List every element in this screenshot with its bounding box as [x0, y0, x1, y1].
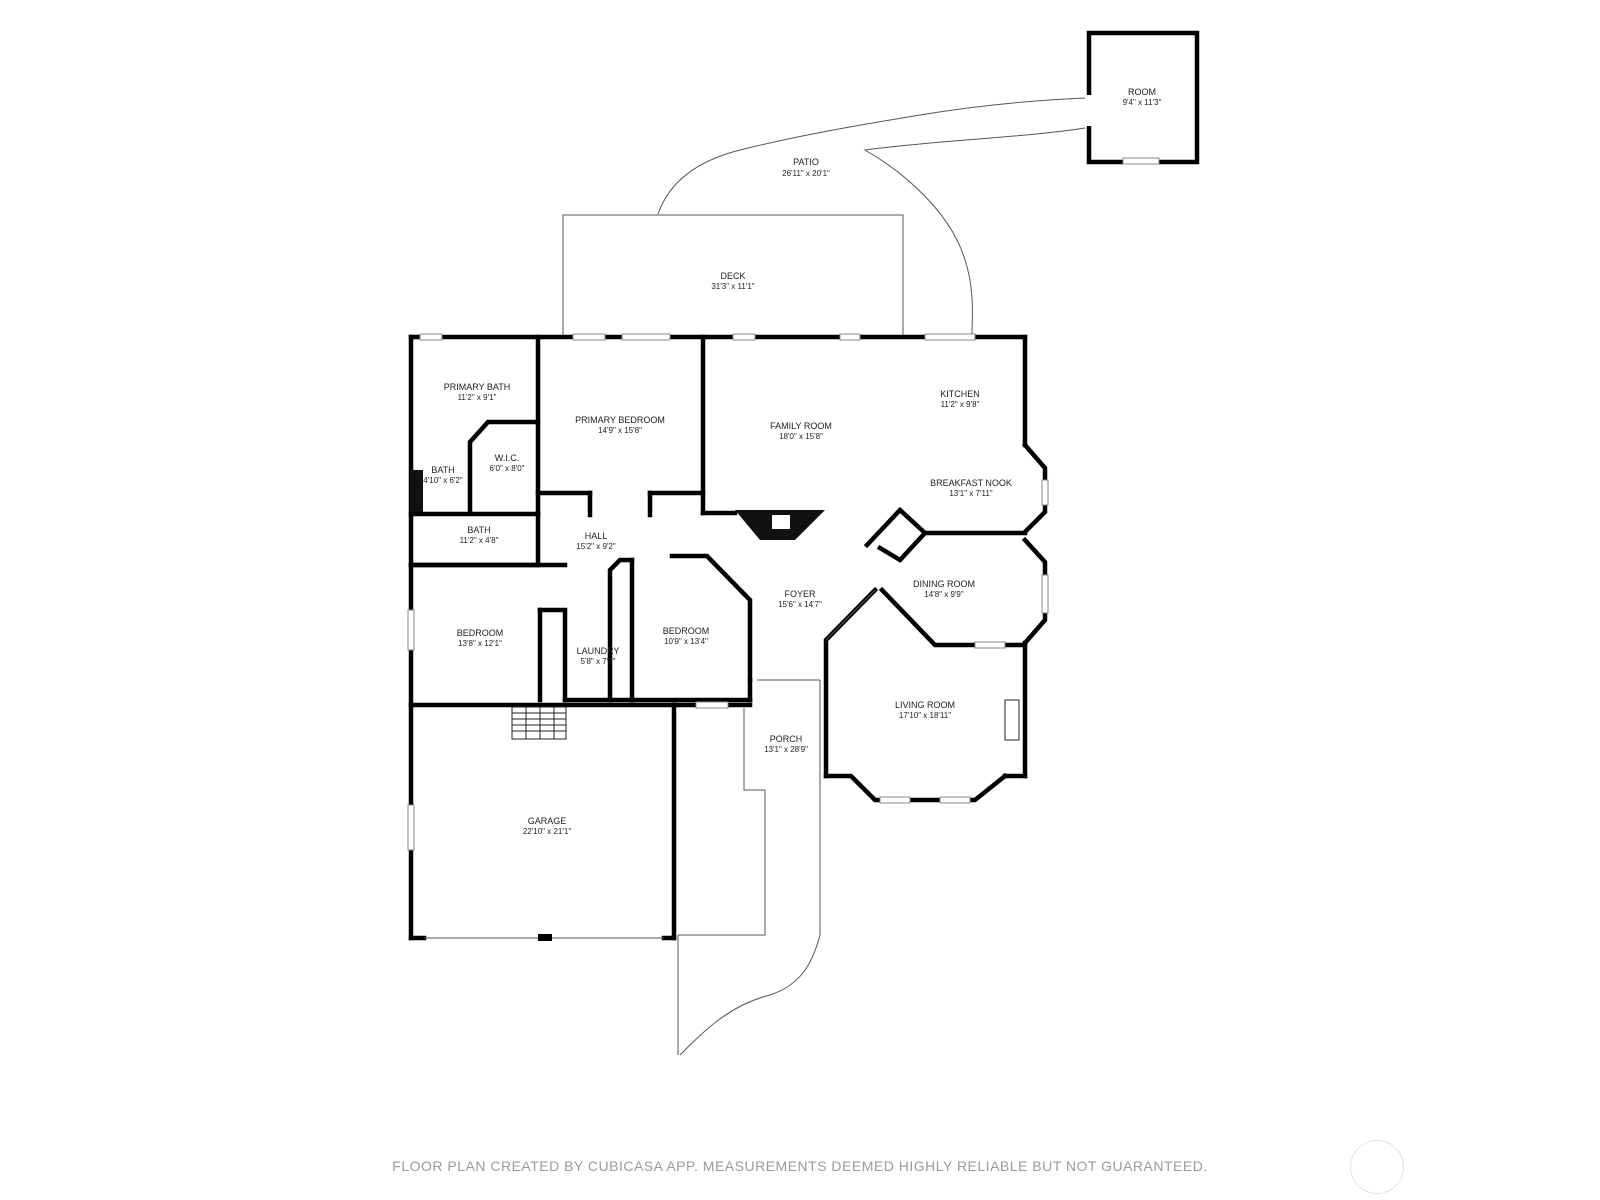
- room-dim-hall: 15'2" x 9'2": [576, 542, 616, 551]
- room-name-family-room: FAMILY ROOM: [770, 421, 832, 431]
- room-name-bath: BATH: [467, 525, 490, 535]
- room-name-deck: DECK: [720, 271, 745, 281]
- room-name-foyer: FOYER: [784, 589, 816, 599]
- room-dim-dining-room: 14'8" x 9'9": [924, 590, 964, 599]
- windows: [407, 333, 1049, 851]
- room-name-hall: HALL: [585, 531, 608, 541]
- room-name-bedroom-1: BEDROOM: [457, 628, 504, 638]
- room-dim-living-room: 17'10" x 18'11": [899, 711, 951, 720]
- room-dim-kitchen: 11'2" x 9'8": [941, 400, 980, 409]
- room-labels: ROOM 9'4" x 11'3" PATIO 26'11" x 20'1" D…: [423, 87, 1161, 836]
- room-dim-bedroom-1: 13'8" x 12'1": [458, 639, 502, 648]
- room-dim-deck: 31'3" x 11'1": [711, 282, 754, 291]
- room-name-patio: PATIO: [793, 157, 819, 167]
- room-dim-porch: 13'1" x 28'9": [764, 745, 808, 754]
- room-name-breakfast-nook: BREAKFAST NOOK: [930, 478, 1012, 488]
- room-name-living-room: LIVING ROOM: [895, 700, 955, 710]
- room-dim-primary-bedroom: 14'9" x 15'8": [598, 426, 642, 435]
- cubicasa-logo-icon: [1350, 1140, 1404, 1194]
- detached-room: [1086, 30, 1200, 165]
- room-name-primary-bedroom: PRIMARY BEDROOM: [575, 415, 665, 425]
- room-dim-bedroom-2: 10'9" x 13'4": [664, 637, 708, 646]
- room-dim-wic: 6'0" x 8'0": [490, 464, 525, 473]
- room-name-bath-small: BATH: [431, 465, 454, 475]
- footer-disclaimer: FLOOR PLAN CREATED BY CUBICASA APP. MEAS…: [392, 1158, 1208, 1174]
- room-name-porch: PORCH: [770, 734, 803, 744]
- room-dim-family-room: 18'0" x 15'8": [779, 432, 823, 441]
- room-dim-primary-bath: 11'2" x 9'1": [458, 393, 497, 402]
- room-dim-bath: 11'2" x 4'8": [460, 536, 499, 545]
- room-dim-foyer: 15'6" x 14'7": [778, 600, 822, 609]
- room-dim-room: 9'4" x 11'3": [1123, 98, 1162, 107]
- room-name-bedroom-2: BEDROOM: [663, 626, 710, 636]
- room-name-primary-bath: PRIMARY BATH: [444, 382, 511, 392]
- room-name-dining-room: DINING ROOM: [913, 579, 975, 589]
- house-walls: [408, 334, 1048, 941]
- room-dim-garage: 22'10" x 21'1": [523, 827, 571, 836]
- room-name-garage: GARAGE: [528, 816, 567, 826]
- room-dim-breakfast-nook: 13'1" x 7'11": [949, 489, 992, 498]
- outdoor-outlines: [562, 97, 1086, 1056]
- room-dim-patio: 26'11" x 20'1": [782, 169, 830, 178]
- room-name-wic: W.I.C.: [495, 453, 520, 463]
- room-name-laundry: LAUNDRY: [577, 646, 620, 656]
- room-dim-bath-small: 4'10" x 6'2": [423, 476, 463, 485]
- room-name-room: ROOM: [1128, 87, 1156, 97]
- room-name-kitchen: KITCHEN: [940, 389, 980, 399]
- room-dim-laundry: 5'8" x 7'7": [581, 657, 616, 666]
